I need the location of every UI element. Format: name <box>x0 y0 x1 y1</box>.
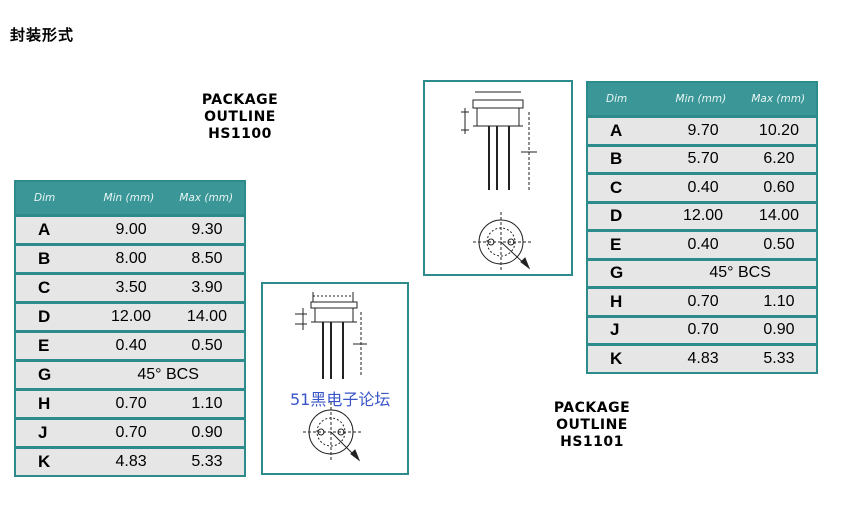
hs1100-outline-drawing <box>261 282 409 475</box>
min-cell: 12.00 <box>683 207 724 225</box>
max-cell: 10.20 <box>758 121 799 139</box>
dim-cell: B <box>38 249 51 268</box>
min-cell: 12.00 <box>111 308 152 325</box>
table-row: B 5.70 6.20 <box>588 143 816 172</box>
table-row: G 45° BCS <box>588 257 816 286</box>
table-row: H 0.70 1.10 <box>588 286 816 315</box>
dim-cell: K <box>38 452 51 471</box>
dim-cell: G <box>38 365 52 384</box>
dim-cell: K <box>610 348 623 368</box>
header-cell: Dim <box>34 192 56 204</box>
dim-cell: E <box>610 234 622 254</box>
table-row: J 0.70 0.90 <box>16 417 244 446</box>
table-header: Dim Min (mm) Max (mm) <box>16 182 244 214</box>
dim-cell: A <box>610 120 623 140</box>
dim-cell: C <box>610 177 623 197</box>
header-cell: Min (mm) <box>675 93 727 105</box>
table-row: H 0.70 1.10 <box>16 388 244 417</box>
table-row: A 9.00 9.30 <box>16 214 244 243</box>
table-row: G 45° BCS <box>16 359 244 388</box>
header-cell: Max (mm) <box>179 192 234 204</box>
hs1100-title-line2: OUTLINE <box>204 109 276 125</box>
dim-cell: E <box>38 336 50 355</box>
table-row: K 4.83 5.33 <box>16 446 244 475</box>
hs1101-outline-drawing <box>423 80 573 276</box>
watermark-text: 51黑电子论坛 <box>290 390 391 409</box>
hs1100-title: PACKAGE OUTLINE HS1100 <box>170 92 310 143</box>
table-row: C 3.50 3.90 <box>16 272 244 301</box>
max-cell: 3.90 <box>191 279 223 296</box>
max-cell: 8.50 <box>191 250 223 267</box>
table-row: C 0.40 0.60 <box>588 172 816 201</box>
hs1100-title-line3: HS1100 <box>208 126 272 142</box>
table-row: K 4.83 5.33 <box>588 343 816 372</box>
min-cell: 3.50 <box>115 279 147 296</box>
hs1101-title-line3: HS1101 <box>560 434 624 450</box>
header-cell: Dim <box>606 93 628 105</box>
min-cell: 8.00 <box>115 250 147 267</box>
dim-cell: H <box>38 394 51 413</box>
hs1100-drawing-svg <box>295 292 367 462</box>
table-row: E 0.40 0.50 <box>16 330 244 359</box>
min-cell: 9.70 <box>687 121 719 139</box>
max-cell: 6.20 <box>763 150 795 168</box>
hs1101-title-line1: PACKAGE <box>553 400 631 416</box>
table-row: E 0.40 0.50 <box>588 229 816 258</box>
max-cell: 5.33 <box>191 453 223 470</box>
header-cell: Max (mm) <box>751 93 806 105</box>
dim-cell: J <box>610 320 620 340</box>
max-cell: 9.30 <box>191 221 223 238</box>
table-row: D 12.00 14.00 <box>16 301 244 330</box>
table-row: J 0.70 0.90 <box>588 314 816 343</box>
min-cell: 4.83 <box>115 453 147 470</box>
max-cell: 14.00 <box>186 308 227 325</box>
table-row: D 12.00 14.00 <box>588 200 816 229</box>
max-cell: 0.90 <box>191 424 223 441</box>
span-cell: 45° BCS <box>137 366 199 383</box>
dim-cell: D <box>610 206 623 226</box>
max-cell: 0.50 <box>763 235 795 253</box>
max-cell: 1.10 <box>191 395 223 412</box>
max-cell: 5.33 <box>763 349 795 367</box>
min-cell: 9.00 <box>115 221 147 238</box>
min-cell: 5.70 <box>687 150 719 168</box>
dim-cell: H <box>610 291 623 311</box>
max-cell: 0.50 <box>191 337 223 354</box>
min-cell: 0.70 <box>687 292 719 310</box>
header-cell: Min (mm) <box>103 192 155 204</box>
hs1101-title: PACKAGE OUTLINE HS1101 <box>522 400 662 451</box>
max-cell: 0.90 <box>763 321 795 339</box>
table-row: B 8.00 8.50 <box>16 243 244 272</box>
table-header: Dim Min (mm) Max (mm) <box>588 83 816 115</box>
min-cell: 0.70 <box>687 321 719 339</box>
min-cell: 0.70 <box>115 395 147 412</box>
hs1101-drawing-svg <box>461 91 537 272</box>
dim-cell: A <box>38 220 51 239</box>
min-cell: 0.70 <box>115 424 147 441</box>
min-cell: 0.40 <box>687 178 719 196</box>
min-cell: 0.40 <box>115 337 147 354</box>
min-cell: 0.40 <box>687 235 719 253</box>
dim-cell: J <box>38 423 48 442</box>
max-cell: 0.60 <box>763 178 795 196</box>
dim-cell: G <box>610 263 624 283</box>
max-cell: 14.00 <box>758 207 799 225</box>
dim-cell: C <box>38 278 51 297</box>
section-heading: 封装形式 <box>10 26 75 44</box>
max-cell: 1.10 <box>763 292 795 310</box>
table-row: A 9.70 10.20 <box>588 115 816 144</box>
dim-cell: D <box>38 307 51 326</box>
hs1101-title-line2: OUTLINE <box>556 417 628 433</box>
hs1100-title-line1: PACKAGE <box>201 92 279 108</box>
dim-cell: B <box>610 149 623 169</box>
span-cell: 45° BCS <box>709 264 771 282</box>
min-cell: 4.83 <box>687 349 719 367</box>
